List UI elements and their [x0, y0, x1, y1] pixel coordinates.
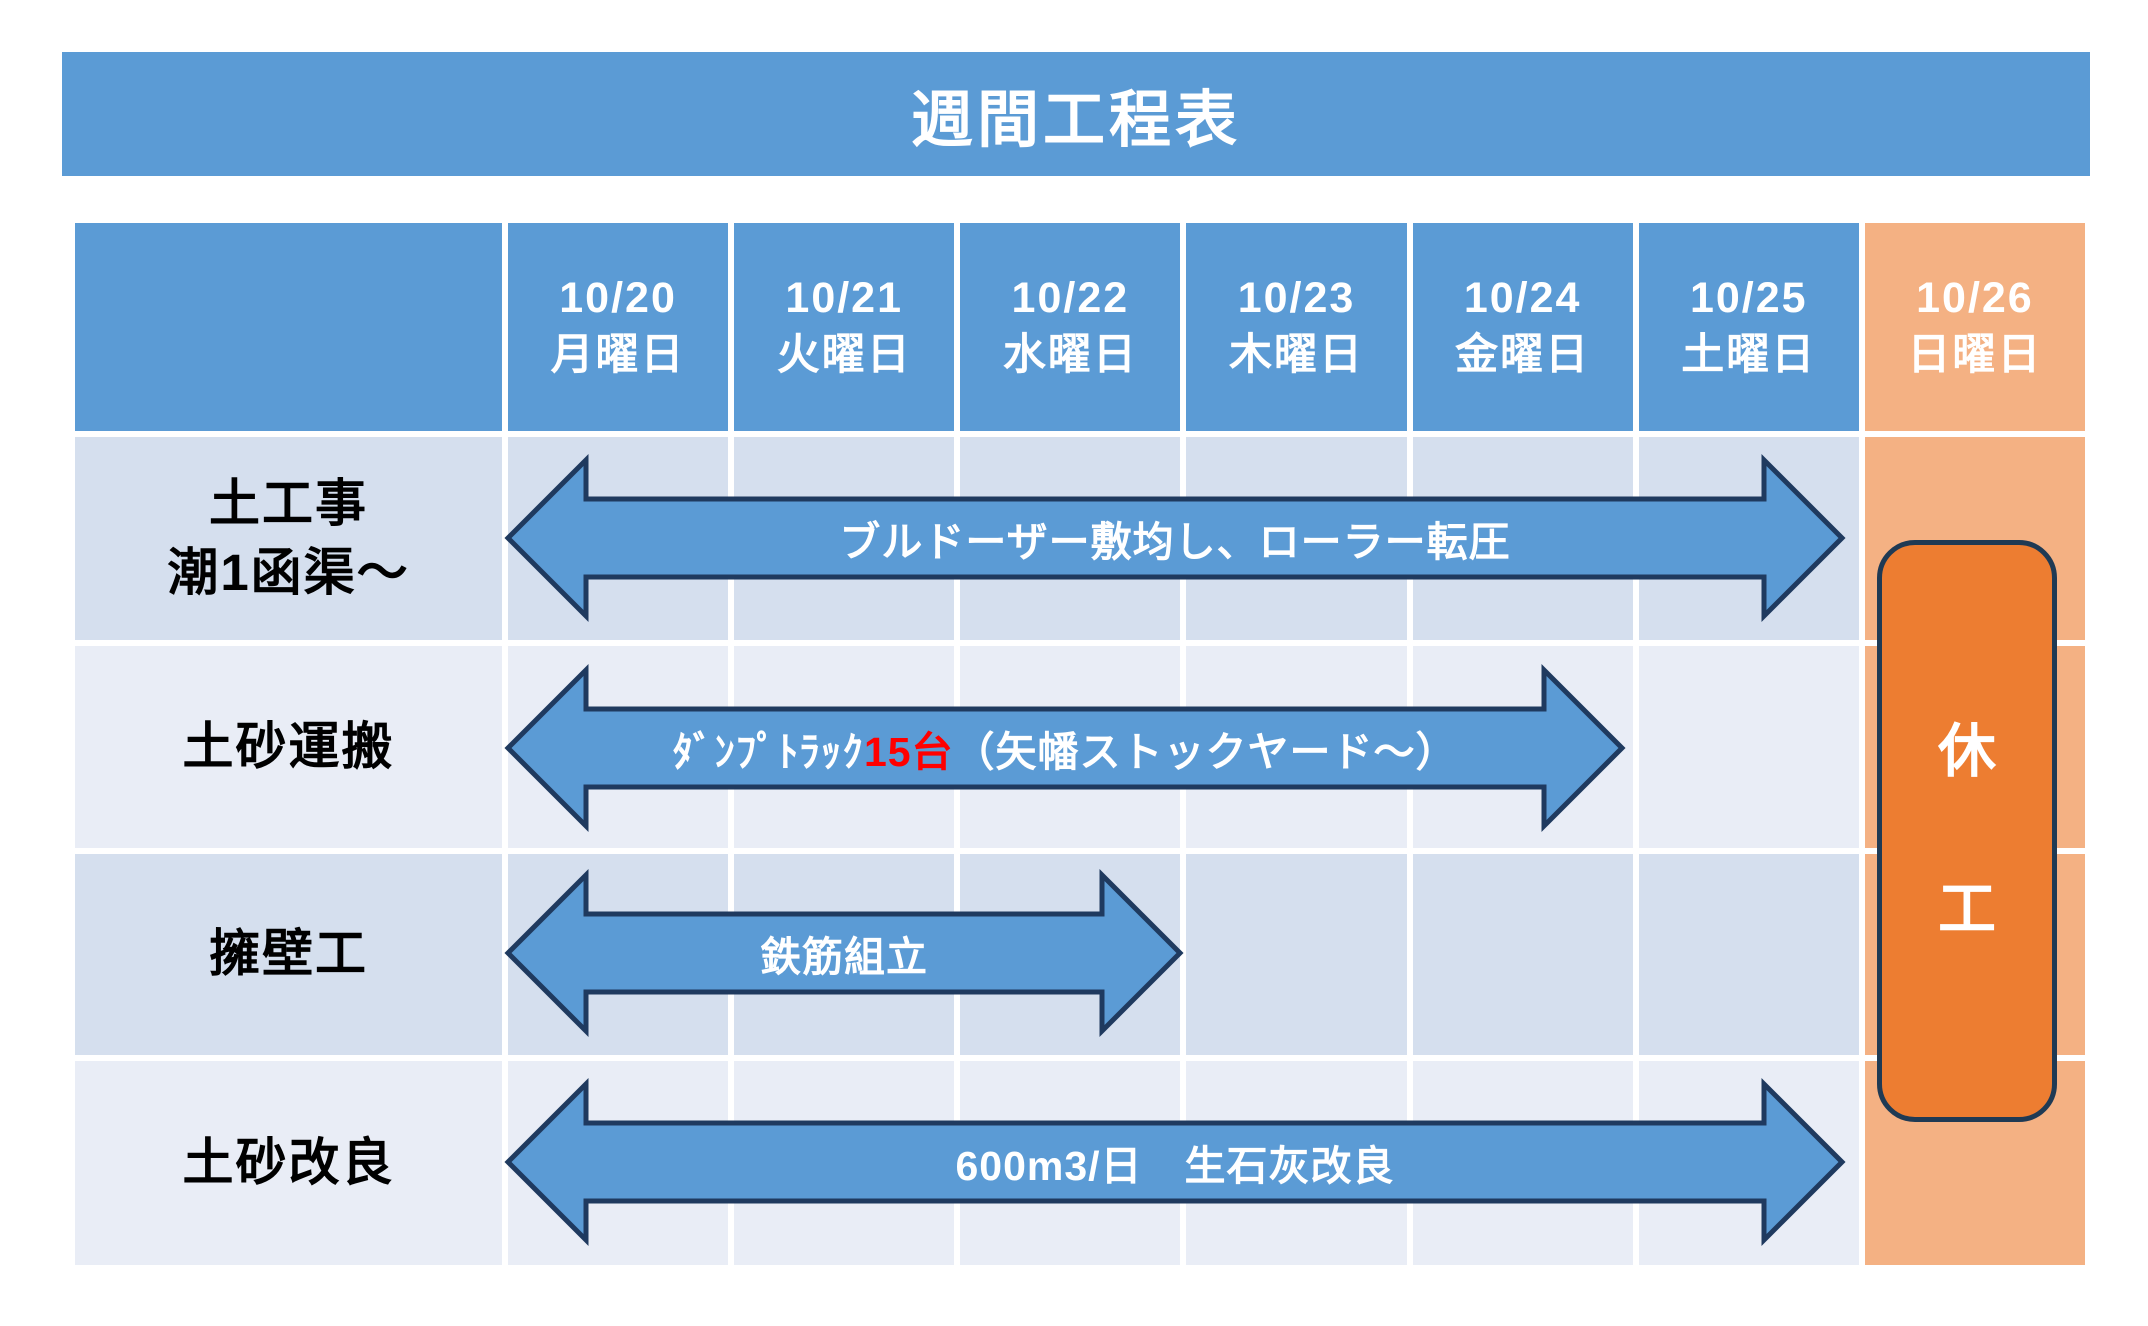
- header-day-cell-sun: 10/26 日曜日: [1864, 223, 2085, 431]
- row-label-text: 土砂運搬: [182, 717, 395, 775]
- grid-cell: [1638, 646, 1859, 848]
- row-label-soil-transport: 土砂運搬: [75, 646, 502, 848]
- header-weekday: 土曜日: [1681, 331, 1817, 379]
- task-bar-soil-improvement: 600m3/日 生石灰改良: [504, 1077, 1846, 1247]
- task-bar-label: ブルドーザー敷均し、ローラー転圧: [839, 519, 1511, 565]
- header-day-cell-tue: 10/21 火曜日: [734, 223, 955, 431]
- row-label-text: 潮1函渠～: [167, 543, 410, 601]
- task-bar-earthwork: ブルドーザー敷均し、ローラー転圧: [504, 453, 1846, 623]
- task-bar-label: 600m3/日 生石灰改良: [955, 1143, 1395, 1189]
- header-date: 10/20: [559, 274, 677, 323]
- page-title: 週間工程表: [910, 86, 1241, 155]
- header-corner-cell: [75, 223, 502, 431]
- holiday-char-2: 工: [1937, 877, 1996, 942]
- row-label-earthwork: 土工事 潮1函渠～: [75, 437, 502, 640]
- truck-count-highlight: 15台: [863, 729, 954, 775]
- header-day-cell-mon: 10/20 月曜日: [508, 223, 729, 431]
- header-weekday: 火曜日: [776, 331, 912, 379]
- task-bar-retaining-wall: 鉄筋組立: [504, 868, 1184, 1038]
- header-date: 10/21: [785, 274, 904, 323]
- header-date: 10/25: [1689, 274, 1808, 323]
- header-day-cell-thu: 10/23 木曜日: [1186, 223, 1407, 431]
- row-label-soil-improvement: 土砂改良: [75, 1061, 502, 1265]
- title-bar: 週間工程表: [62, 52, 2090, 176]
- header-date: 10/26: [1916, 274, 2034, 323]
- header-weekday: 木曜日: [1228, 331, 1364, 379]
- holiday-box: 休 工: [1877, 540, 2057, 1122]
- header-weekday: 月曜日: [550, 331, 686, 379]
- header-date: 10/24: [1463, 274, 1582, 323]
- header-day-cell-wed: 10/22 水曜日: [960, 223, 1181, 431]
- task-bar-label: 鉄筋組立: [760, 934, 928, 980]
- row-label-text: 土工事: [208, 474, 368, 532]
- holiday-char-1: 休: [1937, 719, 1996, 784]
- header-day-cell-sat: 10/25 土曜日: [1638, 223, 1859, 431]
- header-weekday: 金曜日: [1455, 331, 1591, 379]
- row-label-text: 土砂改良: [182, 1133, 395, 1191]
- grid-cell: [1412, 854, 1633, 1055]
- double-arrow-shape: [504, 868, 1184, 1038]
- header-date: 10/22: [1011, 274, 1130, 323]
- grid-cell: [1638, 854, 1859, 1055]
- row-label-text: 擁壁工: [208, 925, 368, 983]
- header-weekday: 日曜日: [1907, 331, 2043, 379]
- header-date: 10/23: [1237, 274, 1356, 323]
- header-weekday: 水曜日: [1002, 331, 1138, 379]
- double-arrow-shape: [504, 453, 1846, 623]
- double-arrow-shape: [504, 663, 1626, 833]
- double-arrow-shape: [504, 1077, 1846, 1247]
- header-day-cell-fri: 10/24 金曜日: [1412, 223, 1633, 431]
- row-label-retaining-wall: 擁壁工: [75, 854, 502, 1055]
- grid-cell: [1186, 854, 1407, 1055]
